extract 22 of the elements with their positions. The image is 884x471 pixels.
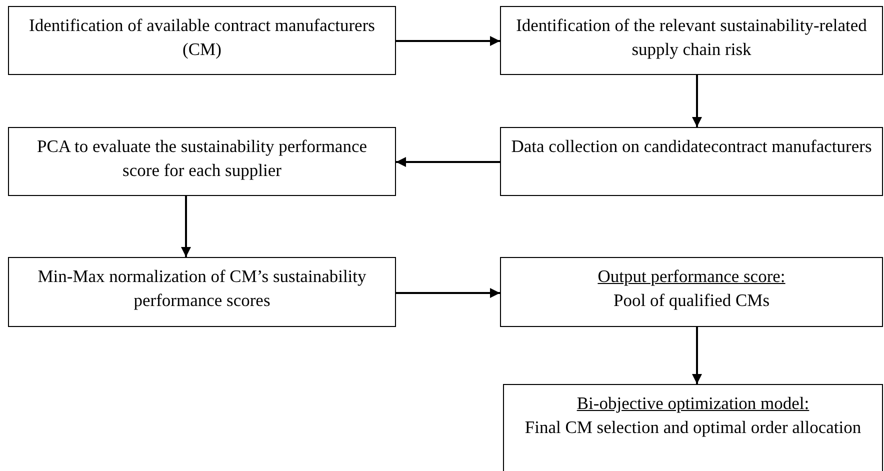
box-text: Min-Max normalization of CM’s sustainability performance scores bbox=[36, 265, 368, 312]
process-box bbox=[8, 257, 396, 327]
box-text: Final CM selection and optimal order allocation bbox=[524, 416, 862, 439]
box-text: Identification of available contract manufacturers (CM) bbox=[28, 14, 376, 61]
box-heading: Output performance score: bbox=[598, 265, 786, 288]
arrow bbox=[396, 36, 500, 46]
process-box bbox=[8, 6, 396, 75]
process-box bbox=[8, 127, 396, 196]
arrow bbox=[396, 157, 500, 167]
box-heading: Bi-objective optimization model: bbox=[576, 392, 810, 415]
process-box bbox=[500, 257, 883, 327]
box-text: Identification of the relevant sustainability-related supply chain risk bbox=[515, 14, 868, 61]
box-text: Data collection on candidatecontract manufacturers bbox=[511, 135, 872, 158]
arrow bbox=[181, 196, 191, 257]
arrow bbox=[692, 75, 702, 127]
box-text: Pool of qualified CMs bbox=[613, 289, 770, 312]
process-box bbox=[500, 6, 883, 75]
box-text: PCA to evaluate the sustainability performance score for each supplier bbox=[36, 135, 368, 182]
arrow bbox=[396, 288, 500, 298]
arrow bbox=[692, 327, 702, 384]
process-box bbox=[503, 384, 883, 471]
process-box bbox=[500, 127, 883, 196]
